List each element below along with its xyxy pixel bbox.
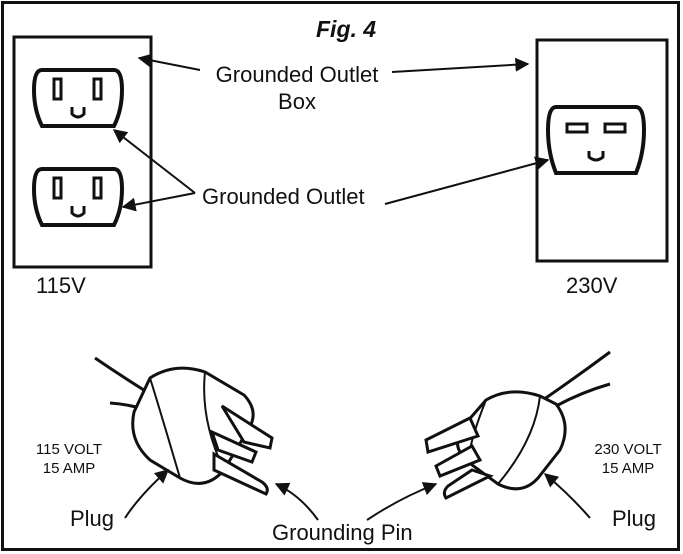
plug-230v (424, 350, 611, 500)
label-plug-230v-rating: 230 VOLT 15 AMP (586, 440, 670, 478)
label-plug-230v: Plug (612, 506, 657, 531)
arrow-grounding-pin-right (366, 482, 438, 521)
single-outlet-230v (545, 105, 647, 175)
label-voltage-230v: 230V (566, 273, 618, 298)
duplex-outlet-bottom (31, 167, 125, 227)
plug-115v (94, 356, 274, 496)
label-plug-115v-rating: 115 VOLT 15 AMP (28, 440, 110, 478)
figure-title: Fig. 4 (316, 16, 377, 42)
duplex-outlet-top (31, 68, 125, 128)
label-plug-115v: Plug (70, 506, 115, 531)
label-plug-230v-rating-line2: 15 AMP (601, 460, 655, 477)
arrow-outlet-bottom (121, 192, 196, 212)
arrow-grounding-pin-left (274, 482, 319, 521)
arrow-outlet-box-right (391, 57, 530, 73)
label-plug-115v-rating-line1: 115 VOLT (35, 441, 103, 458)
label-plug-115v-rating-line2: 15 AMP (42, 460, 96, 477)
arrow-outlet-top (112, 129, 196, 194)
label-plug-230v-rating-line1: 230 VOLT (594, 441, 662, 458)
label-grounded-outlet-box-line1: Grounded Outlet (215, 62, 379, 87)
label-grounding-pin: Grounding Pin (272, 520, 413, 545)
label-grounded-outlet-box: Grounded Outlet Box (204, 62, 390, 115)
arrow-outlet-right (384, 156, 550, 205)
label-grounded-outlet-box-line2: Box (278, 89, 316, 114)
arrow-plug-left (124, 469, 170, 519)
arrow-plug-right (543, 473, 591, 519)
outlet-box-230v (535, 38, 669, 263)
outlet-box-115v (12, 35, 153, 269)
arrow-outlet-box-left (137, 53, 201, 71)
label-voltage-115v: 115V (36, 273, 86, 298)
label-grounded-outlet: Grounded Outlet (202, 184, 365, 209)
